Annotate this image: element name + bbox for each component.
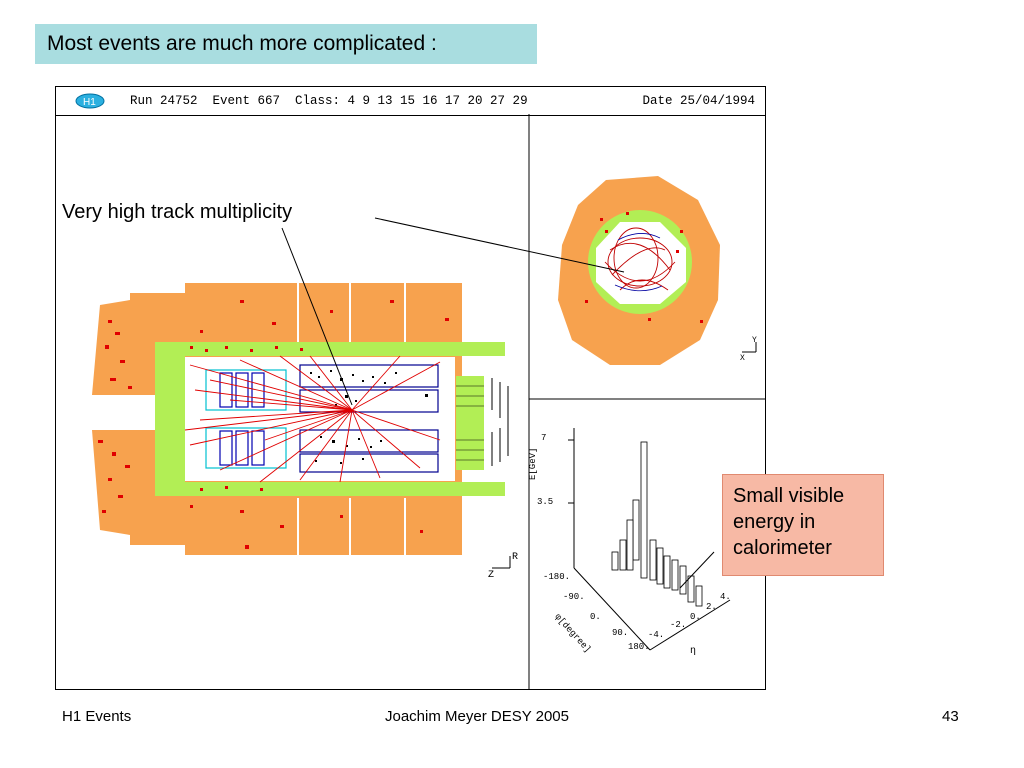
lego-plot — [568, 428, 731, 651]
h1-logo-icon: H1 — [75, 93, 105, 109]
lego-phi-tick-0: -180. — [543, 572, 571, 582]
event-header: H1 Run 24752 Event 667 Class: 4 9 13 15 … — [56, 87, 765, 116]
footer-page-number: 43 — [942, 708, 959, 725]
lego-eta-tick-0: -4. — [648, 630, 665, 640]
lego-phi-tick-3: 90. — [612, 628, 629, 638]
xy-view — [558, 176, 757, 365]
rz-axis-label-z: Z — [488, 570, 495, 581]
event-header-text: Run 24752 Event 667 Class: 4 9 13 15 16 … — [130, 94, 528, 108]
energy-callout-line-1: Small visible — [733, 485, 845, 507]
svg-text:H1: H1 — [83, 97, 96, 108]
footer-left: H1 Events — [62, 708, 132, 725]
tracks-callout: Very high track multiplicity — [62, 201, 293, 223]
rz-axis-marker — [492, 556, 511, 569]
energy-callout-line-3: calorimeter — [733, 537, 832, 559]
lego-eta-tick-3: 2. — [706, 602, 717, 612]
footer-center: Joachim Meyer DESY 2005 — [385, 708, 569, 725]
lego-z-tick-mid: 3.5 — [537, 497, 554, 507]
lego-z-axis-label: E[GeV] — [528, 447, 538, 480]
energy-callout-line-2: energy in — [733, 511, 816, 533]
lego-phi-tick-4: 180. — [628, 642, 650, 652]
rz-axis-label-r: R — [512, 552, 519, 563]
energy-callout: Small visible energy in calorimeter — [722, 474, 884, 576]
rz-forward-block — [456, 376, 484, 470]
lego-eta-tick-2: 0. — [690, 612, 701, 622]
lego-eta-tick-1: -2. — [670, 620, 687, 630]
lego-phi-tick-1: -90. — [563, 592, 585, 602]
xy-inner-region — [596, 222, 686, 304]
xy-axis-marker — [742, 342, 757, 353]
slide-title: Most events are much more complicated : — [35, 24, 537, 64]
lego-phi-tick-2: 0. — [590, 612, 601, 622]
rz-green-side-left — [155, 342, 185, 496]
xy-axis-label-y: Y — [752, 336, 757, 345]
xy-axis-label-x: X — [740, 354, 745, 363]
lego-eta-tick-4: 4. — [720, 592, 731, 602]
lego-z-tick-top: 7 — [541, 433, 547, 443]
lego-eta-axis-label: η — [690, 646, 697, 657]
rz-green-band-lower — [155, 482, 505, 496]
callout-lines — [281, 217, 715, 589]
rz-view — [92, 283, 511, 569]
event-date: Date 25/04/1994 — [642, 94, 755, 108]
